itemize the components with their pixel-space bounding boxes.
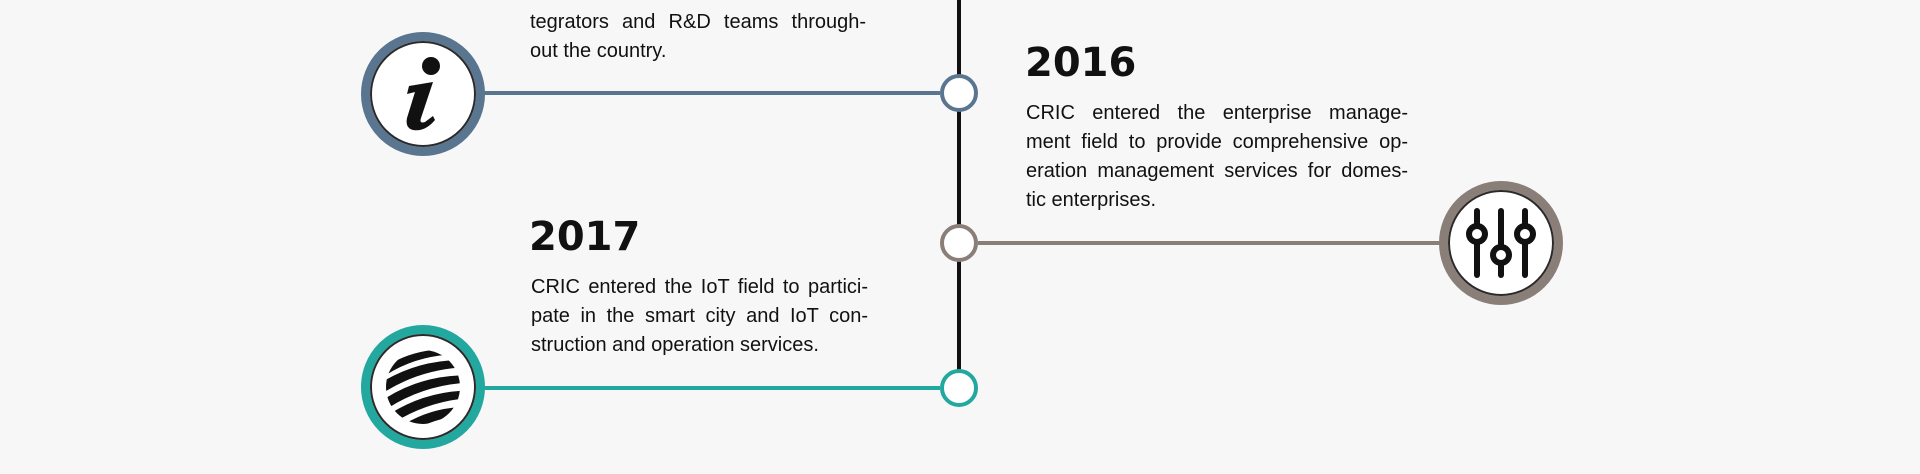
entry-year-2016: 2016	[1025, 40, 1137, 86]
badge-ring	[370, 41, 476, 147]
entry-text-2017: CRIC entered the IoT field to partici- p…	[531, 273, 868, 360]
timeline-node-2017	[940, 369, 978, 407]
badge-ring	[370, 334, 476, 440]
text-line: out the country.	[530, 40, 667, 62]
text-line: ment field to provide comprehensive op-	[1026, 131, 1408, 153]
sliders-icon	[1466, 208, 1536, 278]
timeline-node-info	[940, 74, 978, 112]
text-line: CRIC entered the enterprise manage-	[1026, 102, 1408, 124]
entry-text-2016: CRIC entered the enterprise manage- ment…	[1026, 99, 1408, 215]
text-line: tegrators and R&D teams through-	[530, 11, 866, 33]
text-line: tic enterprises.	[1026, 189, 1157, 211]
entry-text-partial: tegrators and R&D teams through- out the…	[530, 8, 866, 66]
info-icon	[406, 57, 440, 131]
entry-year-2017: 2017	[529, 214, 641, 260]
text-line: CRIC entered the IoT field to partici-	[531, 276, 868, 298]
text-line: eration management services for domes-	[1026, 160, 1408, 182]
connector-info	[480, 91, 940, 95]
text-line: struction and operation services.	[531, 334, 819, 356]
timeline-node-2016	[940, 224, 978, 262]
connector-2016	[978, 241, 1448, 245]
timeline-spine	[957, 0, 961, 387]
sliders-badge	[1439, 181, 1563, 305]
globe-badge	[361, 325, 485, 449]
globe-icon	[386, 350, 460, 424]
text-line: pate in the smart city and IoT con-	[531, 305, 868, 327]
info-badge	[361, 32, 485, 156]
badge-ring	[1448, 190, 1554, 296]
connector-2017	[480, 386, 940, 390]
